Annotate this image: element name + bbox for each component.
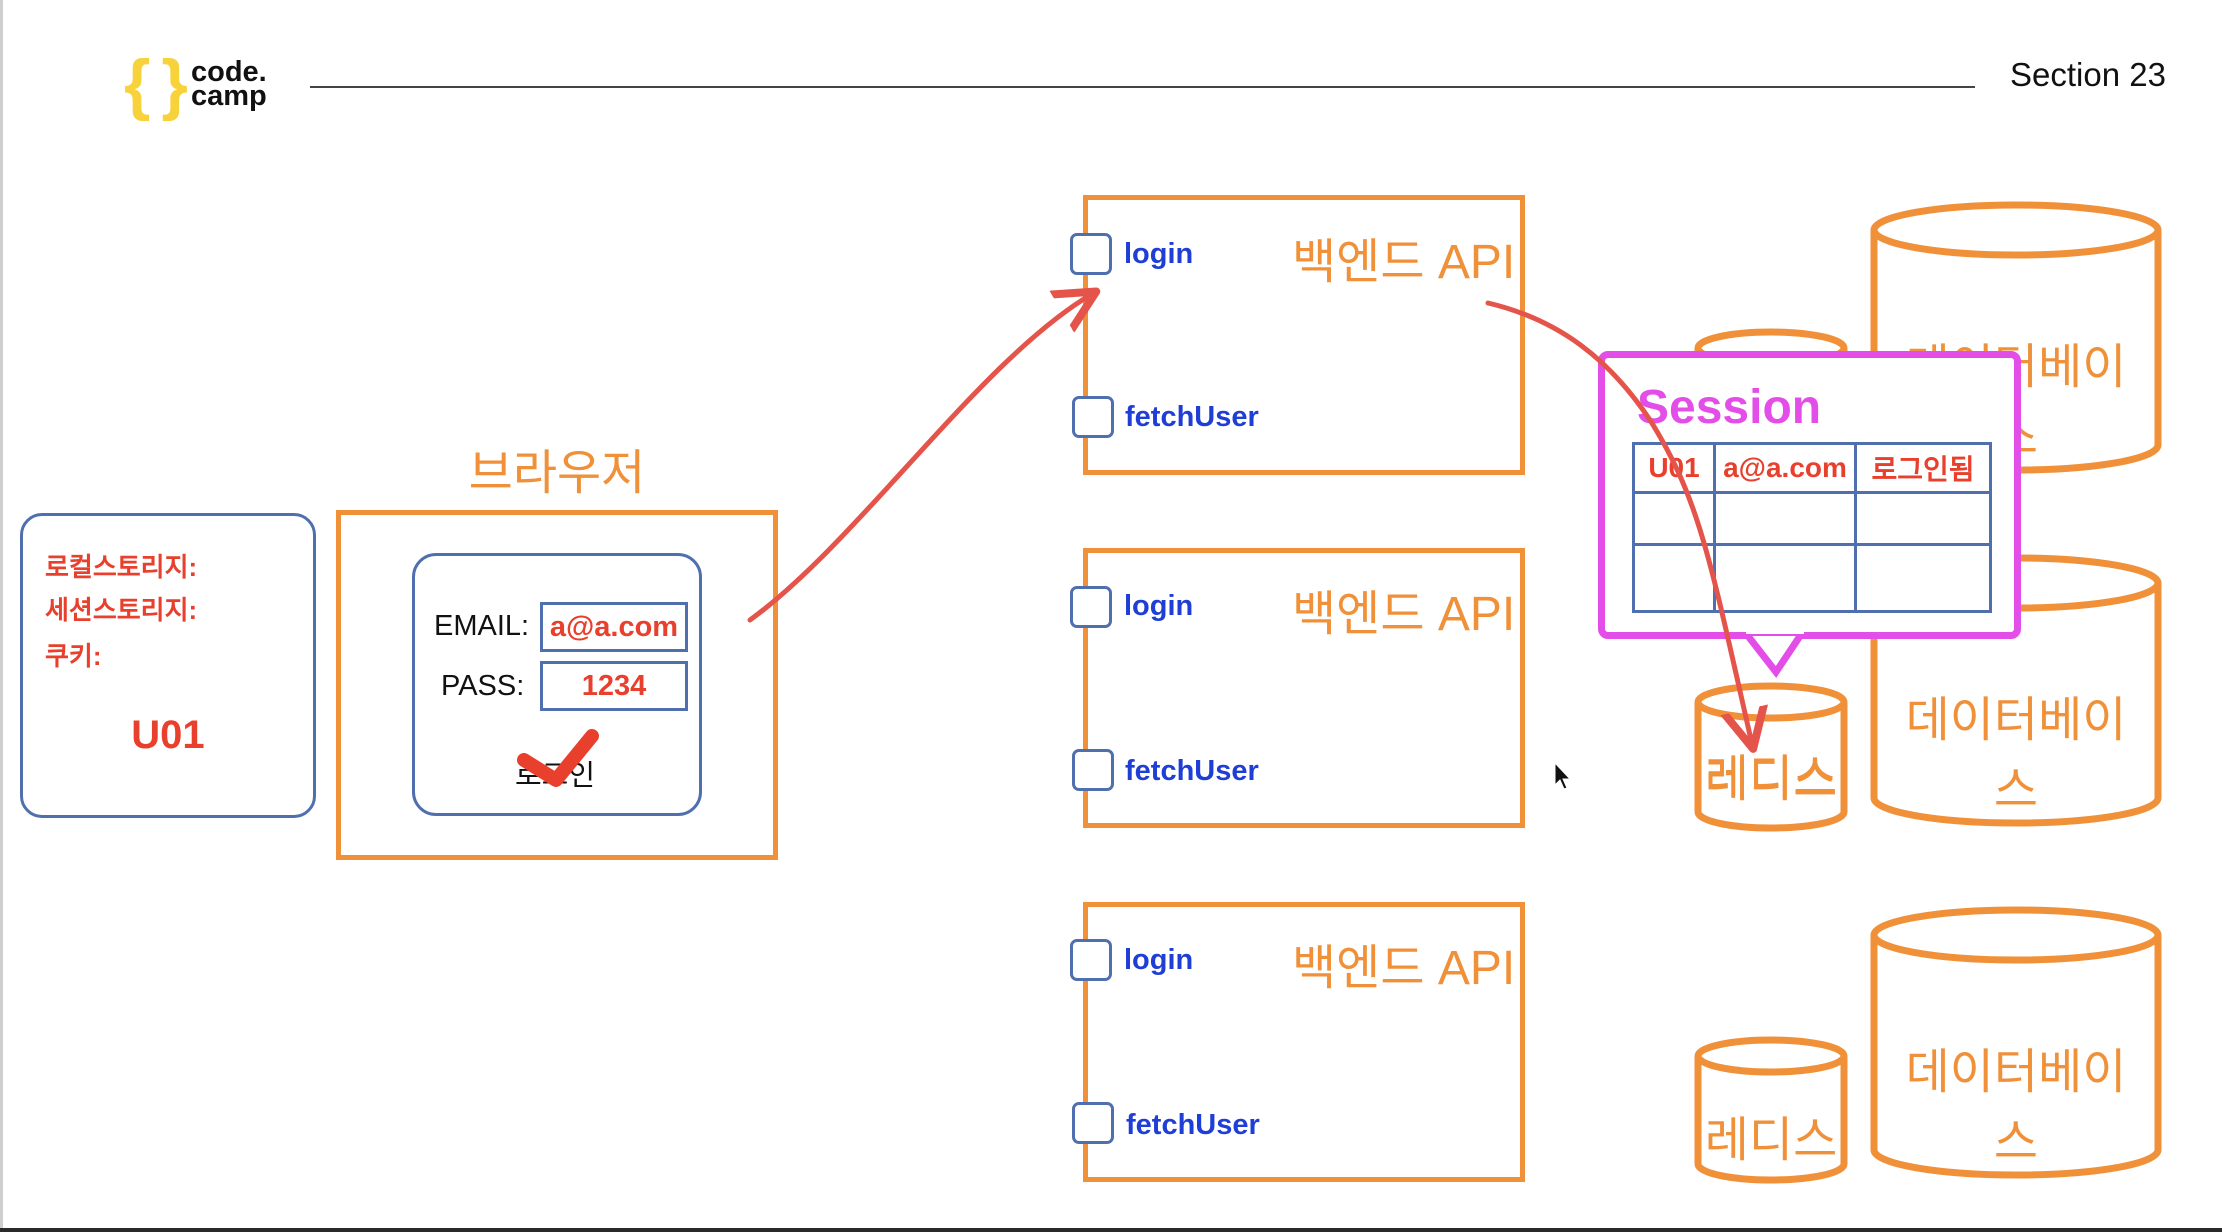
database-label-3: 데이터베이스: [1905, 1046, 2127, 1169]
cookie-label: 쿠키:: [45, 641, 102, 671]
slide-border-left: [0, 0, 3, 1232]
session-row: [1632, 491, 1992, 546]
port-label-fetchuser-1: fetchUser: [1125, 401, 1259, 433]
port-label-fetchuser-3: fetchUser: [1126, 1109, 1260, 1141]
database-label-2: 데이터베이스: [1905, 694, 2127, 817]
logo-text: code. camp: [191, 56, 267, 112]
section-label: Section 23: [2010, 56, 2166, 93]
cookie-value: U01: [131, 713, 205, 757]
redis-cylinder-2-top: [1694, 682, 1848, 722]
port-label-login-1: login: [1124, 238, 1194, 270]
session-cell: [1713, 491, 1857, 546]
email-field[interactable]: a@a.com: [540, 602, 688, 652]
port-label-login-2: login: [1124, 590, 1194, 622]
session-cell: [1854, 491, 1992, 546]
session-cell: [1713, 543, 1857, 613]
port-fetchuser-3[interactable]: [1072, 1102, 1114, 1144]
session-storage-label: 세션스토리지:: [45, 595, 198, 625]
redis-label-2: 레디스: [1704, 754, 1838, 807]
login-button[interactable]: 로그인: [514, 760, 596, 792]
local-storage-label: 로컬스토리지:: [45, 552, 198, 582]
session-cell: 로그인됨: [1854, 442, 1992, 494]
backend-api-box-1: [1083, 195, 1525, 475]
arrow-browser-to-login: [747, 294, 1092, 623]
session-cell: [1632, 543, 1716, 613]
port-label-login-3: login: [1124, 944, 1194, 976]
redis-label-1: 레디스: [1704, 752, 1838, 805]
session-title: Session: [1637, 381, 1822, 434]
backend-api-title-2: 백엔드 API: [1292, 588, 1516, 641]
port-login-2[interactable]: [1070, 586, 1112, 628]
logo-line-1: code.: [191, 56, 267, 88]
port-login-3[interactable]: [1070, 939, 1112, 981]
logo-line-2: camp: [191, 80, 267, 112]
session-row: U01 a@a.com 로그인됨: [1632, 442, 1992, 494]
logo-braces: { }: [124, 46, 188, 122]
redis-label-3: 레디스: [1704, 1114, 1838, 1167]
session-cell: a@a.com: [1713, 442, 1857, 494]
session-cell: [1632, 491, 1716, 546]
session-table: U01 a@a.com 로그인됨: [1632, 442, 1992, 613]
redis-cylinder-3-top: [1694, 1036, 1848, 1076]
storage-card: 로컬스토리지: 세션스토리지: 쿠키: U01: [20, 513, 316, 818]
backend-api-box-3: [1083, 902, 1525, 1182]
session-cell: [1854, 543, 1992, 613]
backend-api-title-1: 백엔드 API: [1292, 236, 1516, 289]
backend-api-box-2: [1083, 548, 1525, 828]
database-cylinder-3-top: [1870, 906, 2162, 964]
port-fetchuser-1[interactable]: [1072, 396, 1114, 438]
port-login-1[interactable]: [1070, 233, 1112, 275]
header-rule: [310, 86, 1975, 88]
backend-api-title-3: 백엔드 API: [1292, 942, 1516, 995]
port-label-fetchuser-2: fetchUser: [1125, 755, 1259, 787]
mouse-cursor-icon: [1554, 761, 1572, 790]
session-row: [1632, 543, 1992, 613]
database-cylinder-1-top: [1870, 201, 2162, 259]
port-fetchuser-2[interactable]: [1072, 749, 1114, 791]
pass-field[interactable]: 1234: [540, 661, 688, 711]
slide-border-bottom: [0, 1228, 2222, 1232]
pass-label: PASS:: [441, 670, 525, 702]
browser-title: 브라우저: [468, 447, 646, 500]
session-cell: U01: [1632, 442, 1716, 494]
email-label: EMAIL:: [434, 610, 530, 642]
